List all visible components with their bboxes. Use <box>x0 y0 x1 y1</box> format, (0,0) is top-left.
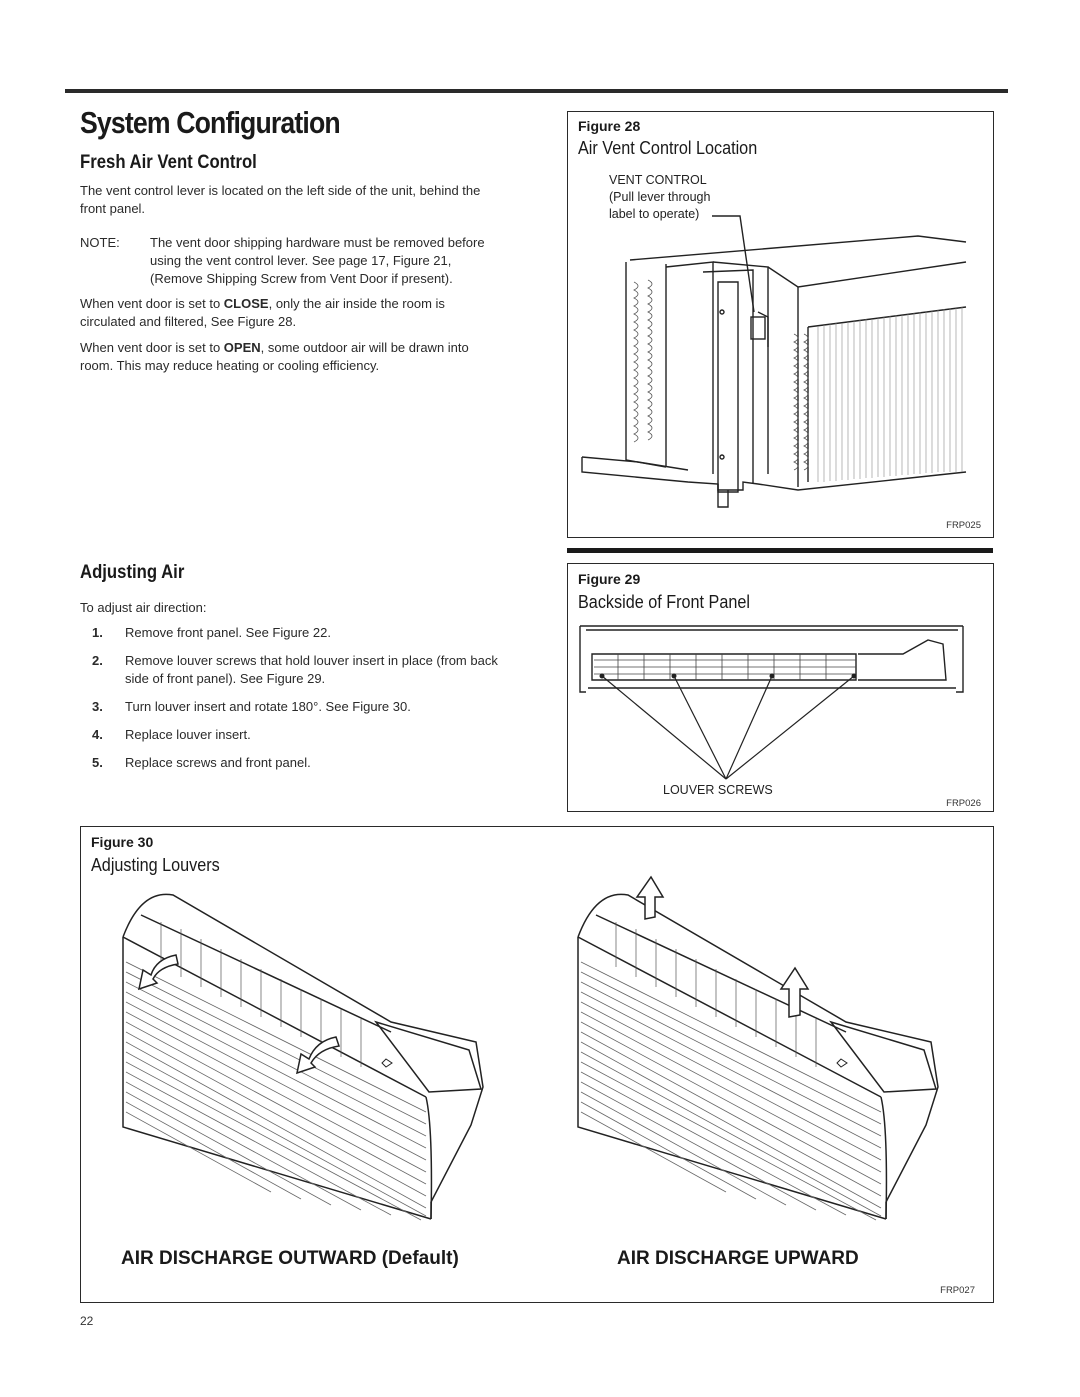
figure-30-label: Figure 30 <box>91 834 154 850</box>
step-2: 2. Remove louver screws that hold louver … <box>92 652 512 688</box>
open-para: When vent door is set to OPEN, some outd… <box>80 339 503 375</box>
close-post: , only the air inside the room is circul… <box>80 296 445 329</box>
step-4: 4. Replace louver insert. <box>92 726 512 744</box>
vent-control-callout: VENT CONTROL (Pull lever through label t… <box>609 172 710 223</box>
figure-29-label: Figure 29 <box>578 571 641 587</box>
figure-29-title: Backside of Front Panel <box>578 592 750 612</box>
open-pre: When vent door is set to <box>80 340 224 355</box>
figure-30-title: Adjusting Louvers <box>91 855 220 875</box>
step-4-text: Replace louver insert. <box>125 727 251 742</box>
right-unit <box>577 893 939 1220</box>
step-2-text: Remove louver screws that hold louver in… <box>125 653 498 686</box>
step-4-num: 4. <box>92 727 103 742</box>
step-5: 5. Replace screws and front panel. <box>92 754 512 772</box>
fresh-air-para: The vent control lever is located on the… <box>80 183 481 216</box>
adjusting-steps: 1. Remove front panel. See Figure 22. 2. R… <box>92 624 512 782</box>
louver-screws-callout: LOUVER SCREWS <box>663 783 773 797</box>
step-5-num: 5. <box>92 755 103 770</box>
close-pre: When vent door is set to <box>80 296 224 311</box>
open-word: OPEN <box>223 340 261 355</box>
step-3-text: Turn louver insert and rotate 180°. See … <box>125 699 411 714</box>
figure-28-label: Figure 28 <box>578 118 641 134</box>
page-number: 22 <box>80 1314 94 1328</box>
vent-unit-illustration <box>581 215 967 508</box>
callout-line-3: label to operate) <box>609 207 700 221</box>
caption-outward: AIR DISCHARGE OUTWARD (Default) <box>121 1248 459 1269</box>
step-3: 3. Turn louver insert and rotate 180°. Se… <box>92 698 512 716</box>
callout-line-1: VENT CONTROL <box>609 173 707 187</box>
mid-rule <box>567 548 993 553</box>
callout-line-2: (Pull lever through <box>609 190 711 204</box>
adjusting-air-heading: Adjusting Air <box>80 562 185 583</box>
step-1-num: 1. <box>92 625 103 640</box>
left-unit <box>122 893 484 1220</box>
front-panel-illustration <box>579 625 964 780</box>
louver-illustrations <box>122 875 939 1221</box>
figure-28-title: Air Vent Control Location <box>578 138 758 158</box>
fresh-air-heading: Fresh Air Vent Control <box>80 152 257 173</box>
figure-30-box: Figure 30 Adjusting Louvers <box>80 826 994 1303</box>
note-text: The vent door shipping hardware must be … <box>150 235 485 286</box>
page-title: System Configuration <box>80 105 341 140</box>
step-1: 1. Remove front panel. See Figure 22. <box>92 624 512 642</box>
figure-28-box: Figure 28 Air Vent Control Location VENT… <box>567 111 994 538</box>
figure-29-box: Figure 29 Backside of Front Panel LOUVER… <box>567 563 994 812</box>
adjusting-air-intro: To adjust air direction: <box>80 600 207 615</box>
top-rule <box>65 89 1008 93</box>
open-post: , some outdoor air will be drawn into ro… <box>80 340 469 373</box>
figure-29-code: FRP026 <box>946 798 981 809</box>
close-para: When vent door is set to CLOSE, only the… <box>80 295 503 331</box>
step-5-text: Replace screws and front panel. <box>125 755 311 770</box>
step-1-text: Remove front panel. See Figure 22. <box>125 625 331 640</box>
figure-28-code: FRP025 <box>946 520 981 531</box>
caption-upward: AIR DISCHARGE UPWARD <box>617 1248 859 1269</box>
step-3-num: 3. <box>92 699 103 714</box>
step-2-num: 2. <box>92 653 103 668</box>
note-label: NOTE: <box>80 235 120 250</box>
figure-30-code: FRP027 <box>940 1285 975 1296</box>
close-word: CLOSE <box>223 296 269 311</box>
